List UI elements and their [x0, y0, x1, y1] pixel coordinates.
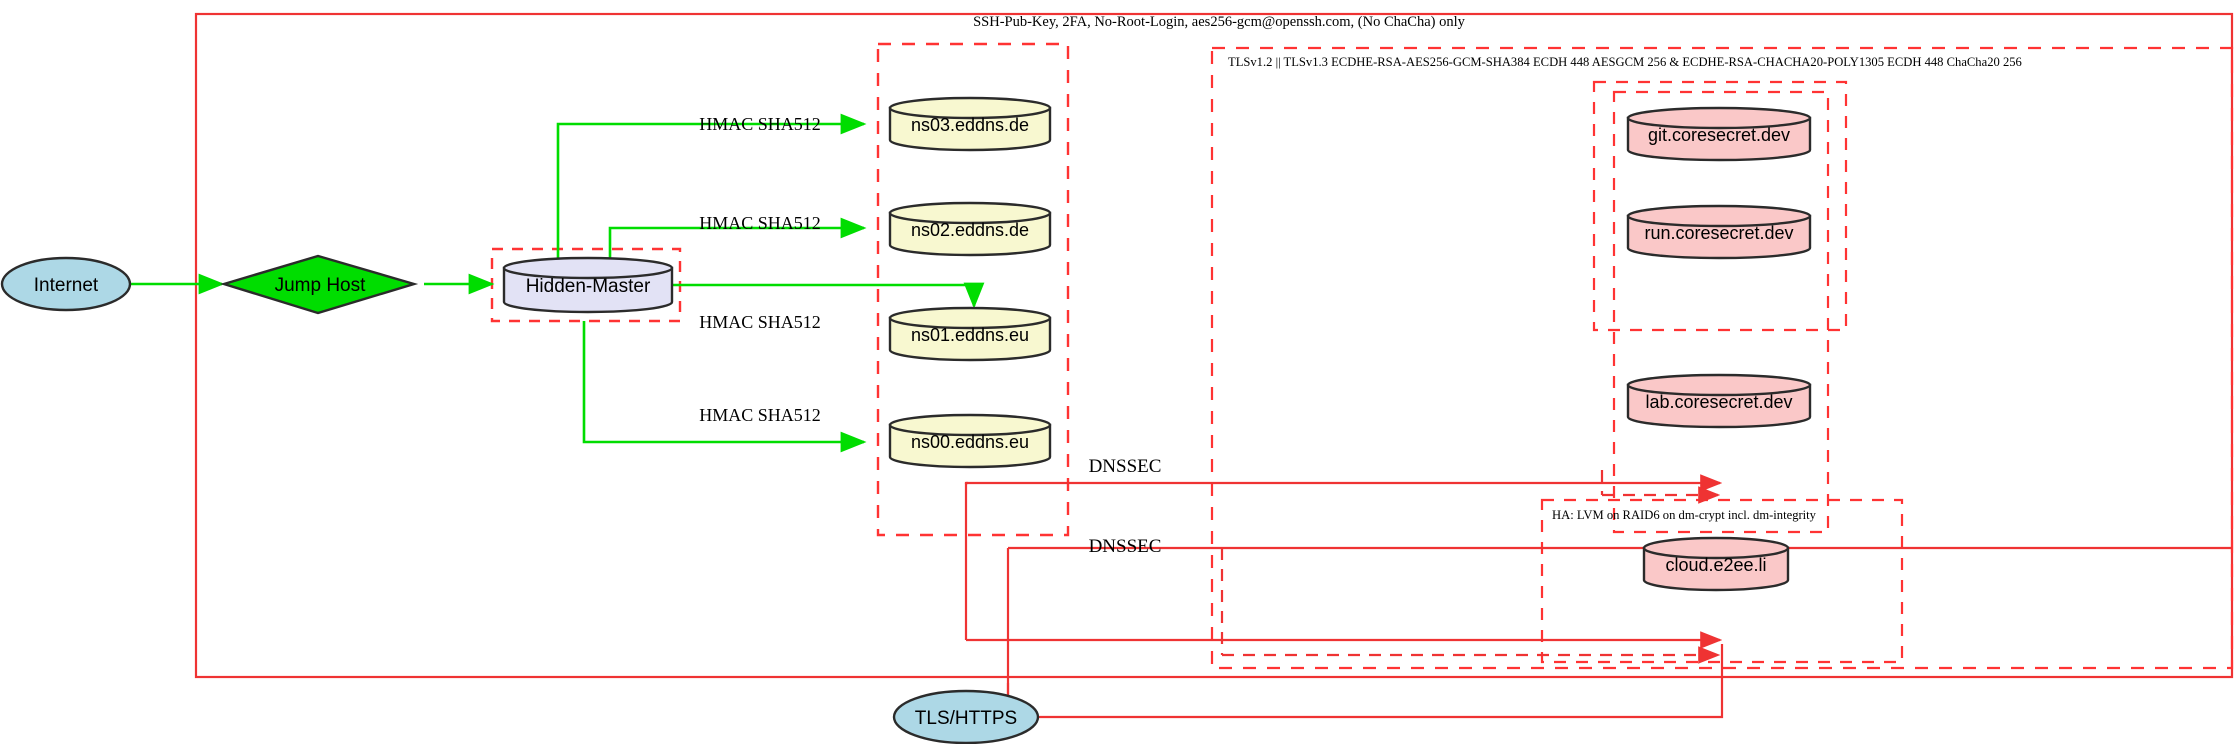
node-lab-coresecret[interactable]: lab.coresecret.dev — [1626, 373, 1812, 429]
node-ns02[interactable]: ns02.eddns.de — [888, 201, 1052, 257]
node-internet-label: Internet — [34, 275, 99, 296]
node-internet[interactable]: Internet — [0, 256, 132, 312]
edge-label-hmac-ns02: HMAC SHA512 — [699, 213, 821, 233]
tls-cluster-label: TLSv1.2 || TLSv1.3 ECDHE-RSA-AES256-GCM-… — [1228, 55, 2022, 69]
tls-https-ellipse-shape — [892, 689, 1040, 744]
ha-cluster-label: HA: LVM on RAID6 on dm-crypt incl. dm-in… — [1552, 508, 1817, 522]
ns02-cylinder-shape — [888, 211, 1052, 257]
run-cylinder-shape — [1626, 214, 1812, 260]
node-jump-host-label: Jump Host — [275, 275, 367, 296]
hidden-master-cylinder-shape — [502, 266, 674, 314]
node-git-coresecret[interactable]: git.coresecret.dev — [1626, 106, 1812, 162]
git-cylinder-shape — [1626, 116, 1812, 162]
node-ns00-label: ns00.eddns.eu — [911, 432, 1029, 452]
git-cylinder-top — [1626, 106, 1812, 130]
cloud-cylinder-top — [1642, 536, 1790, 560]
node-ns01-label: ns01.eddns.eu — [911, 325, 1029, 345]
cloud-cylinder-shape — [1642, 546, 1790, 592]
edge-hiddenmaster-to-ns01 — [668, 282, 985, 309]
edge-hiddenmaster-to-ns03 — [556, 113, 867, 268]
internet-ellipse-shape — [0, 256, 132, 312]
node-jump-host[interactable]: Jump Host — [219, 254, 419, 315]
ssh-perimeter-box — [194, 12, 2234, 679]
edge-label-hmac-ns01: HMAC SHA512 — [699, 312, 821, 332]
node-run-label: run.coresecret.dev — [1644, 223, 1793, 243]
ssh-perimeter-label: SSH-Pub-Key, 2FA, No-Root-Login, aes256-… — [973, 14, 1466, 30]
node-tls-https-label: TLS/HTTPS — [915, 708, 1017, 729]
node-cloud-label: cloud.e2ee.li — [1665, 555, 1766, 575]
edge-label-dnssec-2: DNSSEC — [1089, 536, 1162, 557]
lab-cylinder-top — [1626, 373, 1812, 397]
ha-cluster-box — [1540, 498, 1904, 664]
node-git-label: git.coresecret.dev — [1648, 125, 1790, 145]
tls-cluster-box — [1210, 46, 2234, 670]
jump-host-diamond-shape — [219, 254, 419, 315]
edge-label-dnssec-1: DNSSEC — [1089, 456, 1162, 477]
node-hidden-master[interactable]: Hidden-Master — [502, 256, 674, 314]
node-ns00[interactable]: ns00.eddns.eu — [888, 413, 1052, 469]
coresecret-outer-cluster-box — [1612, 90, 1830, 534]
lab-cylinder-shape — [1626, 383, 1812, 429]
dns-cluster-box — [876, 42, 1070, 537]
node-ns01[interactable]: ns01.eddns.eu — [888, 306, 1052, 362]
edge-label-hmac-ns03: HMAC SHA512 — [699, 114, 821, 134]
run-cylinder-top — [1626, 204, 1812, 228]
ns00-cylinder-top — [888, 413, 1052, 437]
node-tls-https[interactable]: TLS/HTTPS — [892, 689, 1040, 744]
edge-hiddenmaster-to-ns02 — [608, 217, 867, 268]
ns02-cylinder-top — [888, 201, 1052, 225]
node-lab-label: lab.coresecret.dev — [1645, 392, 1792, 412]
node-ns03-label: ns03.eddns.de — [911, 115, 1029, 135]
coresecret-cluster-box — [1592, 80, 1848, 332]
node-cloud-e2ee[interactable]: cloud.e2ee.li — [1642, 536, 1790, 592]
edge-hiddenmaster-to-ns00 — [582, 321, 867, 453]
ns01-cylinder-shape — [888, 316, 1052, 362]
node-ns03[interactable]: ns03.eddns.de — [888, 96, 1052, 152]
node-run-coresecret[interactable]: run.coresecret.dev — [1626, 204, 1812, 260]
hidden-master-cylinder-top — [502, 256, 674, 280]
ns00-cylinder-shape — [888, 423, 1052, 469]
edge-label-hmac-ns00: HMAC SHA512 — [699, 405, 821, 425]
ns03-cylinder-top — [888, 96, 1052, 120]
edge-tlshttps-right — [1038, 644, 1724, 719]
ns03-cylinder-shape — [888, 106, 1052, 152]
node-hidden-master-label: Hidden-Master — [526, 276, 651, 297]
node-ns02-label: ns02.eddns.de — [911, 220, 1029, 240]
ns01-cylinder-top — [888, 306, 1052, 330]
